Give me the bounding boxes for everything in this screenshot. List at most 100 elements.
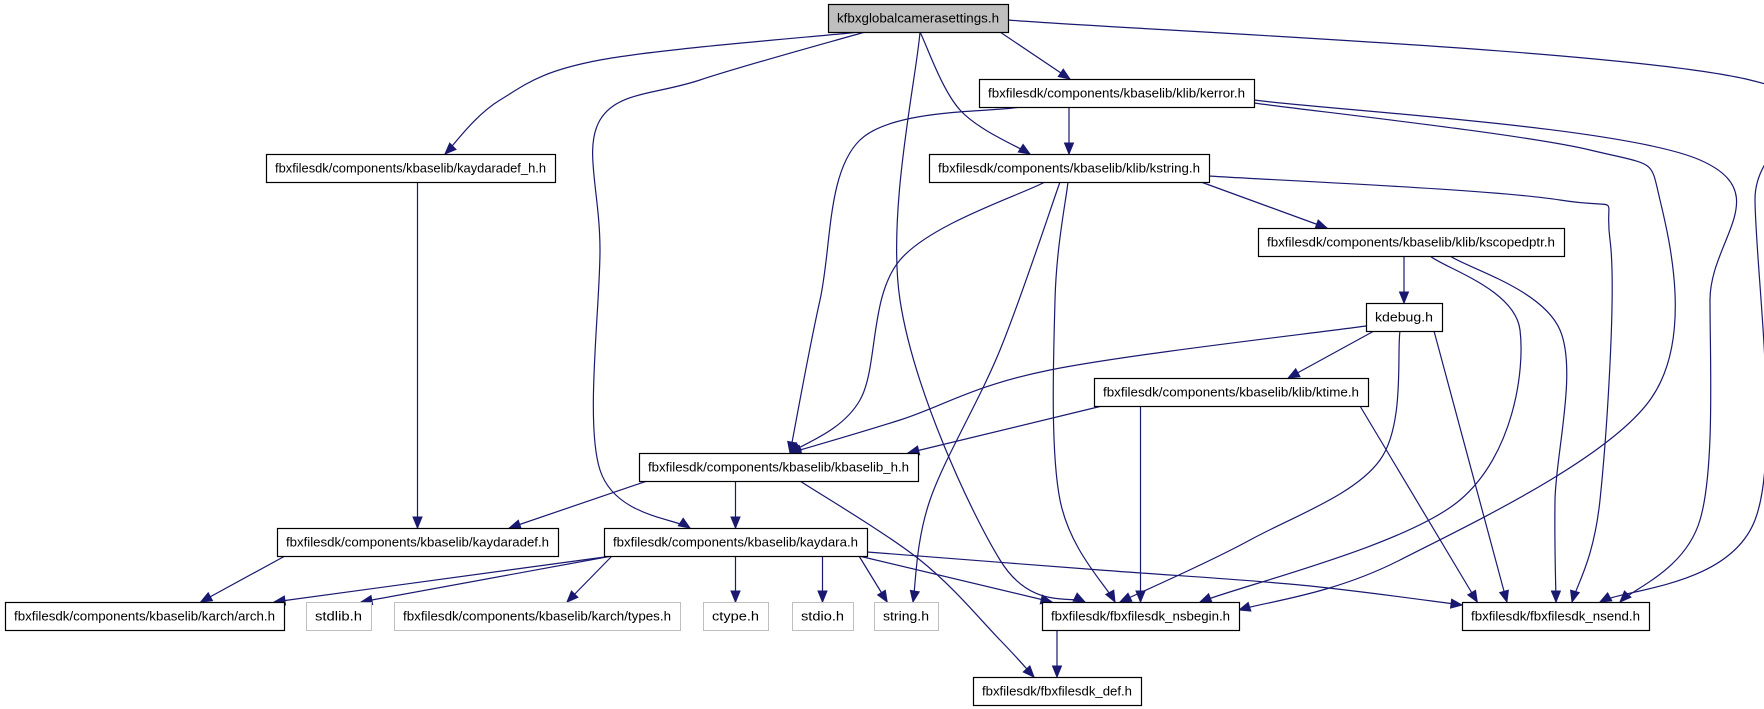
node-arch[interactable]: fbxfilesdk/components/kbaselib/karch/arc… xyxy=(4,601,286,632)
node-box xyxy=(306,602,372,631)
node-box xyxy=(978,78,1256,109)
arrowhead-icon xyxy=(1118,592,1133,603)
edge-line xyxy=(789,181,1046,454)
arrowhead-icon xyxy=(412,516,423,530)
node-kaydaradef-h[interactable]: fbxfilesdk/components/kbaselib/kaydarade… xyxy=(265,153,557,184)
node-kbaselib-h[interactable]: fbxfilesdk/components/kbaselib/kbaselib_… xyxy=(638,452,920,483)
node-kstring[interactable]: fbxfilesdk/components/kbaselib/klib/kstr… xyxy=(928,153,1211,184)
node-root[interactable]: kfbxglobalcamerasettings.h xyxy=(827,3,1010,34)
arrowhead-icon xyxy=(566,590,579,603)
node-box xyxy=(394,602,681,631)
arrowhead-icon xyxy=(1063,142,1075,156)
edge-line xyxy=(799,480,1035,678)
edge-line xyxy=(1007,19,1764,603)
node-def[interactable]: fbxfilesdk/fbxfilesdk_def.h xyxy=(972,676,1143,707)
arrowhead-icon xyxy=(876,589,888,604)
edge-kaydara-to-string xyxy=(858,555,888,604)
edge-kerror-to-kstring xyxy=(1063,107,1075,156)
arrowhead-icon xyxy=(909,589,921,604)
node-kerror[interactable]: fbxfilesdk/components/kbaselib/klib/kerr… xyxy=(978,78,1256,109)
edge-line xyxy=(360,555,613,603)
node-label: ctype.h xyxy=(712,609,759,624)
edge-line xyxy=(1200,181,1328,229)
edge-kstring-to-nsend xyxy=(1208,175,1613,604)
node-box xyxy=(928,153,1211,184)
arrowhead-icon xyxy=(1104,589,1116,604)
edge-root-to-kerror xyxy=(999,31,1071,80)
edge-line xyxy=(1433,330,1508,603)
node-kscopedptr[interactable]: fbxfilesdk/components/kbaselib/klib/ksco… xyxy=(1257,227,1566,258)
node-label: fbxfilesdk/components/kbaselib/klib/ksco… xyxy=(1267,235,1555,250)
edge-kscopedptr-to-nsend xyxy=(1449,255,1568,604)
edge-kaydaradef_h-to-kaydaradef xyxy=(412,182,423,530)
node-label: stdlib.h xyxy=(315,609,362,624)
node-label: fbxfilesdk/components/kbaselib/klib/kerr… xyxy=(988,86,1245,101)
edge-line xyxy=(789,106,1021,454)
nodes-layer: kfbxglobalcamerasettings.h fbxfilesdk/com… xyxy=(4,3,1651,707)
node-box xyxy=(827,3,1010,34)
edge-kbaselib_h-to-kaydara xyxy=(730,481,741,530)
edge-line xyxy=(858,555,1053,603)
node-nsend[interactable]: fbxfilesdk/fbxfilesdk_nsend.h xyxy=(1461,601,1651,632)
arrowhead-icon xyxy=(1051,665,1063,679)
edge-kbaselib_h-to-def xyxy=(799,480,1035,678)
edge-line xyxy=(1199,255,1522,603)
edge-root-to-kstring xyxy=(919,31,1032,155)
edge-root-to-nsbegin xyxy=(896,31,1087,603)
node-types[interactable]: fbxfilesdk/components/kbaselib/karch/typ… xyxy=(394,602,681,631)
node-box xyxy=(1257,227,1566,258)
edge-line xyxy=(1208,175,1613,603)
node-stdio[interactable]: stdio.h xyxy=(792,602,854,631)
node-label: fbxfilesdk/components/kbaselib/klib/kstr… xyxy=(938,161,1200,176)
arrowhead-icon xyxy=(508,519,522,530)
node-box xyxy=(1041,601,1241,632)
node-label: fbxfilesdk/fbxfilesdk_nsbegin.h xyxy=(1051,609,1230,624)
arrowhead-icon xyxy=(817,590,828,604)
node-stdlib[interactable]: stdlib.h xyxy=(306,602,372,631)
edge-kscopedptr-to-nsbegin xyxy=(1198,255,1522,603)
node-label: fbxfilesdk/components/kbaselib/kaydara.h xyxy=(613,535,858,550)
arrowhead-icon xyxy=(1198,592,1213,603)
edge-kaydaradef-to-arch xyxy=(199,555,286,603)
node-label: fbxfilesdk/components/kbaselib/klib/ktim… xyxy=(1103,385,1359,400)
arrowhead-icon xyxy=(1619,590,1632,603)
edge-line xyxy=(1287,330,1375,379)
edge-kaydara-to-ctype xyxy=(730,556,741,604)
arrowhead-icon xyxy=(1017,143,1032,155)
node-label: kdebug.h xyxy=(1375,310,1433,325)
node-box xyxy=(1461,601,1651,632)
arrowhead-icon xyxy=(1398,291,1410,305)
node-kaydaradef[interactable]: fbxfilesdk/components/kbaselib/kaydarade… xyxy=(276,527,560,558)
edge-line xyxy=(1359,405,1478,603)
arrowhead-icon xyxy=(730,590,741,604)
edge-root-to-kaydara xyxy=(591,31,866,529)
edge-ktime-to-kbaselib_h xyxy=(906,405,1103,456)
arrowhead-icon xyxy=(1135,590,1146,604)
node-label: fbxfilesdk/components/kbaselib/karch/typ… xyxy=(403,609,671,624)
node-box xyxy=(4,601,286,632)
edge-kstring-to-kbaselib_h xyxy=(788,181,1046,454)
node-kaydara[interactable]: fbxfilesdk/components/kbaselib/kaydara.h xyxy=(603,527,869,558)
node-ctype[interactable]: ctype.h xyxy=(703,602,769,631)
edge-line xyxy=(789,325,1367,454)
node-kdebug[interactable]: kdebug.h xyxy=(1365,302,1444,333)
node-string[interactable]: string.h xyxy=(874,602,939,631)
node-box xyxy=(792,602,854,631)
arrowhead-icon xyxy=(1449,598,1464,609)
arrowhead-icon xyxy=(1598,591,1613,603)
node-nsbegin[interactable]: fbxfilesdk/fbxfilesdk_nsbegin.h xyxy=(1041,601,1241,632)
edge-line xyxy=(1253,99,1737,603)
edge-line xyxy=(1449,255,1568,603)
arrowhead-icon xyxy=(730,516,741,530)
node-ktime[interactable]: fbxfilesdk/components/kbaselib/klib/ktim… xyxy=(1093,377,1370,408)
arrowhead-icon xyxy=(444,142,457,155)
arrowhead-icon xyxy=(1057,68,1071,80)
edge-kdebug-to-nsbegin xyxy=(1118,330,1401,603)
arrowhead-icon xyxy=(1550,590,1562,604)
edge-kscopedptr-to-kdebug xyxy=(1398,256,1410,305)
edge-root-to-kaydaradef_h xyxy=(444,31,861,155)
node-box xyxy=(703,602,769,631)
edge-line xyxy=(999,31,1071,80)
edge-kaydara-to-types xyxy=(566,555,613,603)
edge-line xyxy=(509,480,648,529)
